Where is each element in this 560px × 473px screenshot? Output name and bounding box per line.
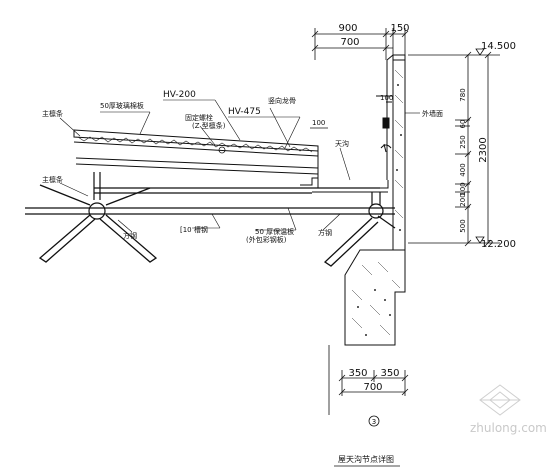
leader-lines bbox=[59, 99, 420, 233]
dim-900: 900 bbox=[338, 23, 357, 34]
label-left-mid: 主檩条 bbox=[42, 175, 63, 184]
gutter bbox=[300, 177, 389, 193]
dim-350-left: 350 bbox=[348, 368, 367, 379]
label-beam-sub: (外包彩钢板) bbox=[246, 235, 287, 244]
elevation-14500: 14.500 bbox=[481, 41, 516, 52]
dim-400: 400 bbox=[459, 163, 467, 176]
top-dimension-lines bbox=[311, 28, 409, 60]
dim-100-roof: 100 bbox=[312, 119, 325, 127]
label-hv200: HV-200 bbox=[163, 90, 196, 100]
steel-frame bbox=[25, 172, 395, 215]
wall-hatching bbox=[394, 69, 404, 232]
sloped-roof bbox=[73, 129, 319, 185]
label-gutter: 天沟 bbox=[335, 139, 349, 148]
dim-150: 150 bbox=[390, 23, 409, 34]
roof-insulation-zigzag bbox=[77, 136, 313, 153]
right-dimension-lines bbox=[408, 51, 500, 247]
label-upright: 竖向龙骨 bbox=[268, 96, 296, 105]
diagonal-braces bbox=[38, 184, 396, 267]
label-fix-sub: (Z 型檩条) bbox=[192, 121, 226, 130]
dim-700-bottom: 700 bbox=[363, 382, 382, 393]
right-joint bbox=[368, 203, 384, 219]
label-wall-right: 外墙面 bbox=[422, 109, 443, 118]
dim-2300: 2300 bbox=[478, 137, 489, 162]
dim-700: 700 bbox=[340, 37, 359, 48]
dim-100-right: 100 bbox=[459, 182, 467, 195]
dim-250: 250 bbox=[459, 135, 467, 148]
elevation-12200: 12.200 bbox=[481, 239, 516, 250]
dim-780: 780 bbox=[459, 88, 467, 101]
elevation-markers bbox=[475, 48, 485, 244]
label-right-tube: 方钢 bbox=[318, 228, 332, 237]
label-hv475: HV-475 bbox=[228, 107, 261, 117]
label-top-left: 主檩条 bbox=[42, 109, 63, 118]
label-roof-panel: 50厚玻璃棉板 bbox=[100, 101, 144, 110]
drawing-title: 屋天沟节点详图 bbox=[338, 454, 394, 464]
watermark-logo bbox=[479, 384, 521, 416]
dim-200: 200 bbox=[459, 193, 467, 206]
dim-350-right: 350 bbox=[380, 368, 399, 379]
label-beam: 50 厚保温板 bbox=[255, 227, 294, 236]
concrete-hatching bbox=[351, 261, 401, 337]
parapet-wall bbox=[376, 54, 406, 251]
label-tube: 方钢 bbox=[123, 231, 137, 240]
fixing-node bbox=[218, 146, 226, 154]
dim-100-parapet: 100 bbox=[380, 94, 393, 102]
label-fix: 固定螺栓 bbox=[185, 113, 213, 122]
watermark-text: zhulong.com bbox=[470, 421, 547, 435]
grid-axis-bubble bbox=[368, 415, 380, 427]
bottom-dimension-lines bbox=[328, 345, 409, 415]
left-joint bbox=[88, 202, 106, 220]
concrete-support bbox=[344, 249, 406, 346]
dim-60: 60 bbox=[459, 120, 467, 129]
label-channel: [10 槽钢 bbox=[180, 225, 208, 234]
dim-500: 500 bbox=[459, 219, 467, 232]
grid-axis-label: 3 bbox=[372, 418, 376, 426]
